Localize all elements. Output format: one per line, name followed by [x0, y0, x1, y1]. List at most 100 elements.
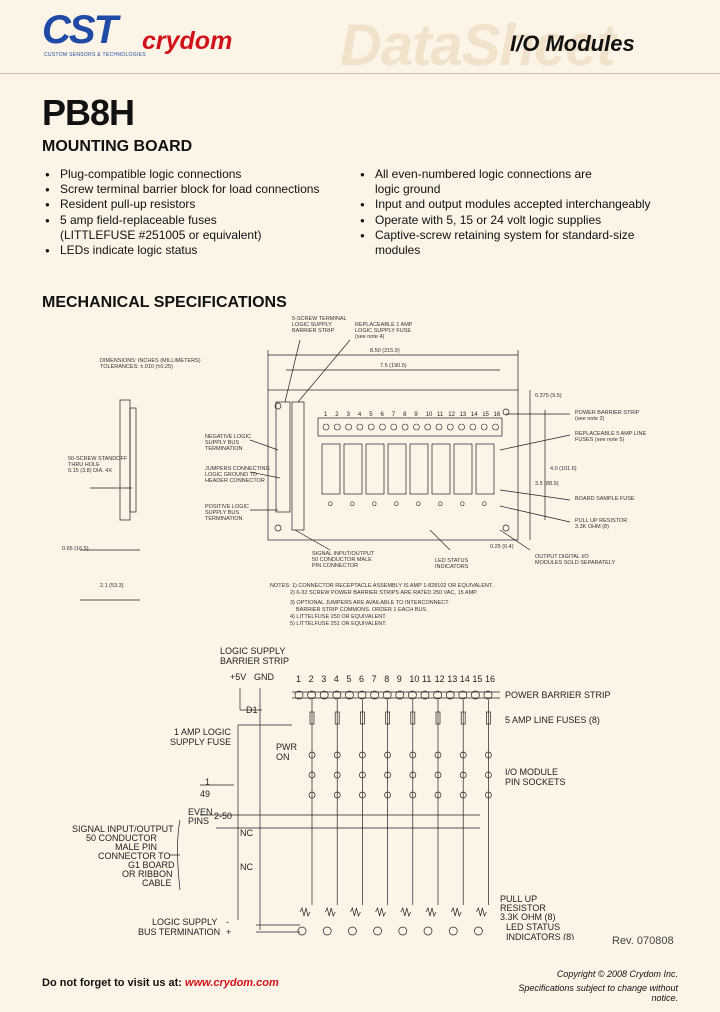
barrier-terminal [370, 690, 379, 700]
terminal-screw [424, 423, 432, 431]
module-pin-socket [384, 791, 391, 799]
spec-notice: Specifications subject to change without… [518, 983, 678, 1003]
footer-visit-text: Do not forget to visit us at: [42, 977, 182, 989]
mech-label: 8.50 (215.9) [370, 348, 400, 354]
terminal-number: 8 [384, 674, 389, 684]
feature-item-continued: (LITTLEFUSE #251005 or equivalent) [60, 227, 262, 242]
terminal-screw [446, 423, 454, 431]
schem-label: NC [240, 828, 253, 838]
pullup-resistor [324, 906, 336, 918]
terminal-screw [367, 423, 375, 431]
terminal-number: 2 [309, 674, 314, 684]
board-outline [267, 389, 519, 541]
schem-label: RESISTOR [500, 903, 546, 913]
schem-label: - [226, 917, 229, 927]
module-letter: O [416, 502, 421, 508]
position-number: 15 [482, 412, 489, 418]
schem-label: INDICATORS (8) [506, 932, 574, 940]
terminal-screw [480, 423, 488, 431]
terminal-screw [492, 423, 499, 431]
cst-logo: CST [42, 8, 118, 52]
features-left-list: Plug-compatible logic connections Screw … [42, 167, 342, 258]
mech-label: (see note 2) [575, 416, 605, 422]
schem-label: 49 [200, 789, 210, 799]
schem-label: BUS TERMINATION [138, 927, 220, 937]
terminal-number: 6 [359, 674, 364, 684]
module-pin-socket [384, 751, 391, 759]
mech-label: 2.1 (53.3) [100, 583, 124, 589]
mech-label: HEADER CONNECTOR [205, 478, 265, 484]
datasheet-watermark: DataSheet [340, 13, 616, 78]
terminal-screw [413, 423, 420, 431]
line-fuse [435, 711, 441, 725]
terminal-screw [333, 423, 341, 431]
terminal-number: 9 [397, 674, 402, 684]
copyright: Copyright © 2008 Crydom Inc. [556, 969, 678, 979]
terminal-screw [356, 423, 364, 431]
features-right-list: All even-numbered logic connections are … [357, 167, 677, 258]
mech-label: 0.65 (16.5) [62, 546, 89, 552]
mech-label: THRU HOLE [68, 462, 100, 468]
position-number: 7 [392, 412, 396, 418]
schem-label: ON [276, 752, 290, 762]
mechanical-heading: MECHANICAL SPECIFICATIONS [42, 294, 287, 311]
terminal-number: 15 [472, 674, 482, 684]
mech-label: NEGATIVE LOGIC [205, 434, 251, 440]
mech-label: REPLACEABLE 1 AMP [355, 322, 413, 328]
mech-label: 5-SCREW TERMINAL [292, 316, 347, 322]
mech-label: 0.25 (6.4) [490, 544, 514, 550]
module-letter: O [350, 502, 355, 508]
led-indicator [373, 926, 382, 936]
barrier-terminal [483, 690, 493, 700]
mech-label: (see note 4) [355, 334, 385, 340]
feature-item: Plug-compatible logic connections [42, 167, 342, 182]
module-pin-socket [434, 771, 442, 779]
feature-item: All even-numbered logic connections are [357, 167, 677, 182]
led-indicator [348, 926, 357, 936]
schem-label: 1 AMP LOGIC [174, 727, 231, 737]
barrier-terminal [408, 690, 417, 700]
schem-label: 50 CONDUCTOR [86, 833, 157, 843]
mech-label: SIGNAL INPUT/OUTPUT [312, 551, 375, 557]
product-subtitle: MOUNTING BOARD [42, 138, 193, 155]
led-indicator [423, 926, 433, 936]
terminal-number: 3 [321, 674, 326, 684]
schem-label: G1 BOARD [128, 860, 175, 870]
pullup-resistor [425, 906, 437, 918]
position-number: 1 [324, 412, 328, 418]
barrier-terminal [294, 690, 304, 700]
schem-label: 2-50 [214, 811, 232, 821]
mech-label: 0.375 (9.5) [535, 393, 562, 399]
barrier-terminal [458, 690, 468, 700]
schem-label: LED STATUS [506, 922, 560, 932]
pullup-resistor [375, 906, 386, 918]
terminal-screw [322, 423, 330, 431]
schematic-diagram: LOGIC SUPPLY BARRIER STRIP +5V GND D1 1 … [72, 646, 611, 940]
schem-label: I/O MODULE [505, 767, 558, 777]
module-pin-socket [459, 751, 467, 759]
barrier-terminal [420, 690, 430, 700]
module-letter: O [372, 502, 377, 508]
pullup-resistor [299, 906, 311, 918]
crydom-logo: crydom [142, 27, 233, 55]
feature-item: Input and output modules accepted interc… [357, 197, 677, 212]
mech-label: 4.0 (101.6) [550, 466, 577, 472]
barrier-terminal [382, 690, 392, 700]
schem-label: 5 AMP LINE FUSES (8) [505, 715, 600, 725]
footer-url-link[interactable]: www.crydom.com [185, 977, 279, 989]
module-pin-socket [308, 771, 316, 779]
mech-label: 3.3K OHM (8) [575, 524, 609, 530]
schem-label: 1 [205, 777, 210, 787]
schem-label: PWR [276, 742, 297, 752]
module-slots [321, 443, 495, 495]
mech-label: LOGIC SUPPLY FUSE [355, 328, 411, 334]
schem-label: OR RIBBON [122, 869, 173, 879]
module-pin-socket [359, 771, 366, 779]
mech-label: BOARD SAMPLE FUSE [575, 496, 635, 502]
mech-label: BARRIER STRIP [292, 328, 335, 334]
pullup-resistor [350, 906, 361, 918]
terminal-number: 12 [435, 674, 445, 684]
pullup-resistor [450, 906, 462, 918]
schem-label: POWER BARRIER STRIP [505, 690, 611, 700]
part-number: PB8H [42, 92, 135, 133]
